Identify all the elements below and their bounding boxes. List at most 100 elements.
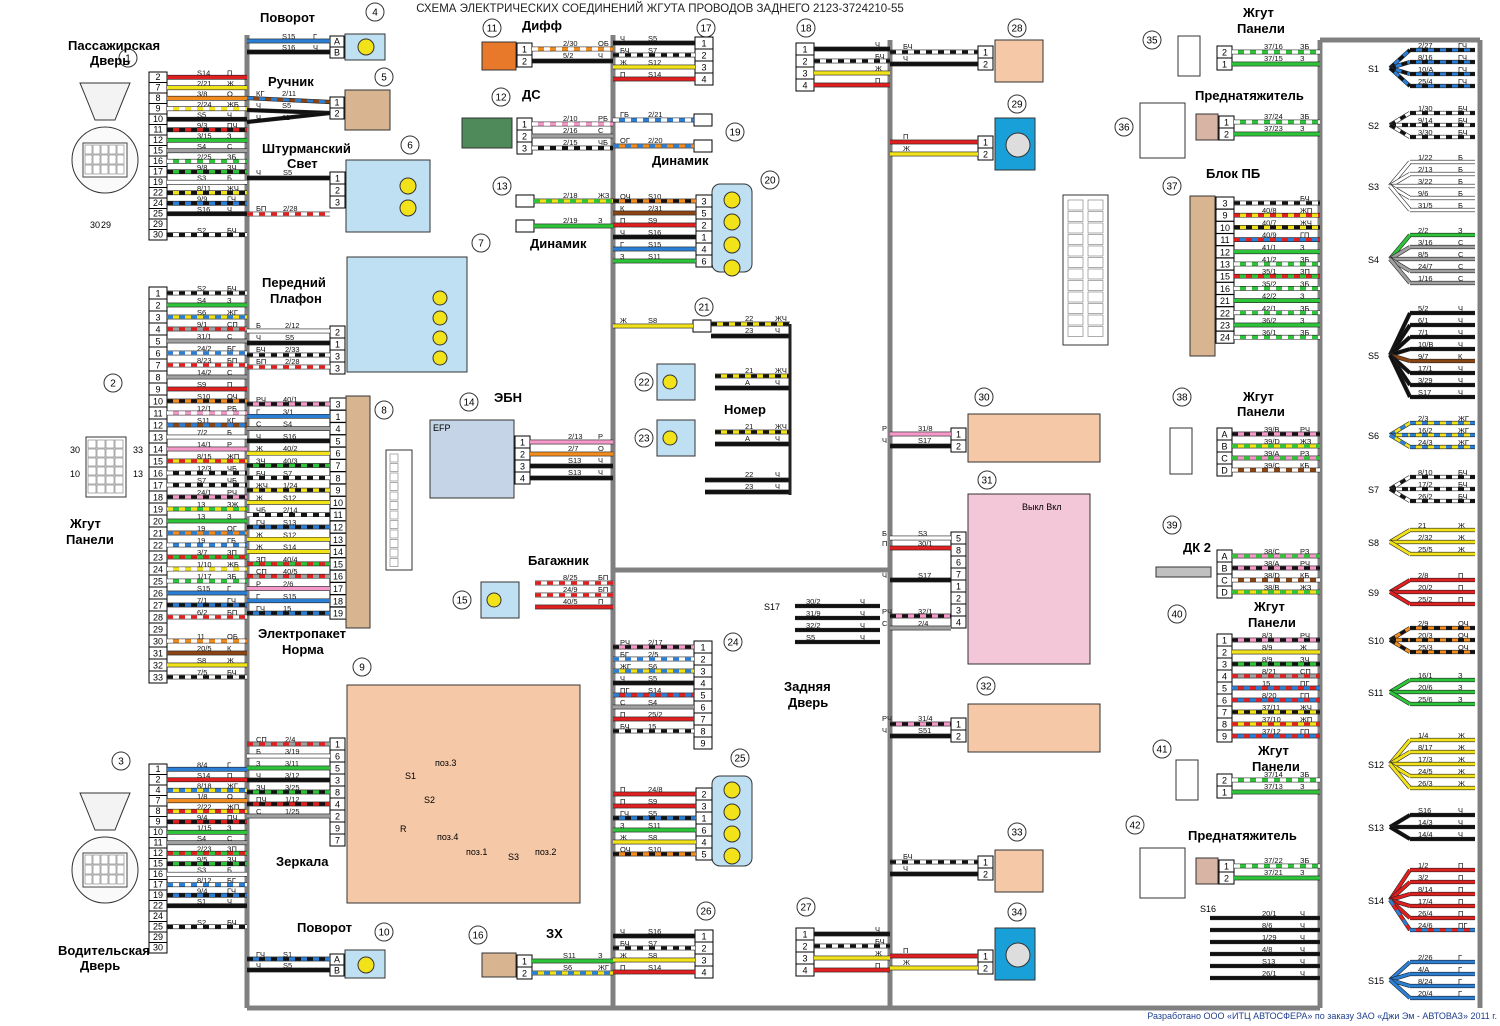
pin-box: 11 — [148, 406, 168, 420]
wire-label: 9/14 — [1418, 116, 1433, 125]
connector-number: 13 — [492, 176, 512, 196]
wire-label: Ч — [775, 482, 780, 491]
pin-box: 3 — [795, 951, 815, 965]
pin-box: 19 — [148, 889, 168, 901]
wire-label: S8 — [648, 316, 657, 325]
wire-code-label: S2 — [197, 918, 206, 927]
wire-code-label: 8/18 — [197, 781, 212, 790]
splice-wire — [1388, 590, 1412, 606]
pin-box: 5 — [329, 761, 346, 775]
connector-number-text: 7 — [478, 239, 484, 250]
wire-label: С — [1458, 250, 1464, 259]
splice-s16-label: S16 — [1200, 904, 1216, 914]
pin-box: 6 — [693, 700, 713, 714]
position-3-label: поз.3 — [435, 758, 456, 768]
navigator-light-label-2: Свет — [287, 156, 318, 171]
wire-label: 35/2 — [1262, 279, 1277, 288]
connector-number: 14 — [459, 392, 479, 412]
wire-label: 5/2 — [563, 51, 573, 60]
wire-label: С — [620, 698, 626, 707]
electro-pack-module — [345, 395, 371, 629]
wire-label: З — [1300, 782, 1305, 791]
pin-box: 5 — [1216, 681, 1233, 695]
lamp-icon — [399, 199, 417, 217]
wire-label: П — [620, 963, 625, 972]
wire-label: РЧ — [882, 607, 892, 616]
connector-number: 42 — [1125, 815, 1145, 835]
wire-label: S5 — [285, 333, 294, 342]
wire-label: Ж — [903, 144, 910, 153]
pin-label: 3 — [802, 69, 807, 79]
pin-box: 16 — [329, 569, 347, 583]
connector-number-text: 6 — [407, 141, 413, 152]
connector-number-text: 10 — [378, 928, 390, 939]
splice-wire — [1388, 433, 1412, 449]
pin-box: 3 — [329, 397, 347, 411]
wire-code-label: S14 — [197, 68, 210, 77]
wire-label: Ч — [1300, 969, 1305, 978]
pin-label: 12 — [153, 848, 163, 858]
pin-box: 1 — [695, 230, 713, 244]
wire-code-label: 2/25 — [197, 152, 212, 161]
wire-color-label: КГ — [227, 416, 235, 425]
wire-label: Ч — [256, 168, 261, 177]
wire-label: 23 — [745, 482, 753, 491]
pin-label: 16 — [1220, 284, 1230, 294]
pin-label: 24 — [153, 565, 163, 575]
wire-color-label: ГЧ — [227, 194, 236, 203]
wire-label: БЧ — [620, 46, 630, 55]
pin-box: 10 — [1215, 220, 1235, 234]
wire-label: ГП — [1300, 727, 1309, 736]
wire-label: З — [1300, 124, 1305, 133]
pin-box: 9 — [148, 382, 168, 396]
wire-label: 24/6 — [1418, 921, 1433, 930]
pin-box: 1 — [977, 135, 994, 149]
pin-label: 4 — [802, 81, 807, 91]
pin-box: 1 — [516, 954, 533, 968]
wire-label: 39/D — [1264, 437, 1280, 446]
pin-box: 3 — [694, 60, 714, 74]
oxygen-sensor-icon — [1155, 566, 1212, 578]
connector-number-text: 35 — [1146, 36, 1158, 47]
pin-label: 2 — [335, 186, 340, 196]
connector-number: 36 — [1114, 117, 1134, 137]
wire-label: S5 — [648, 674, 657, 683]
pin-box: 4 — [693, 676, 713, 690]
pin-box: 4 — [694, 965, 714, 979]
pin-label: 29 — [153, 932, 163, 942]
wire-label: Б — [1458, 177, 1463, 186]
pin-box: 4 — [950, 615, 967, 629]
pin-label: 19 — [153, 890, 163, 900]
pin-box: A — [329, 35, 345, 48]
harness-panel-b-label-2: Панели — [1237, 404, 1285, 419]
pin-label: 8 — [335, 788, 340, 798]
pin-label: 2 — [335, 328, 340, 338]
pin-label: 4 — [335, 424, 340, 434]
pin-label: 21 — [1220, 296, 1230, 306]
wire-code-label: S10 — [197, 392, 210, 401]
wire-label: Ж — [620, 833, 627, 842]
wire-color-label: С — [227, 332, 233, 341]
pin-label: 2 — [983, 150, 988, 160]
license-plate-label: Номер — [724, 402, 766, 417]
pin-box: 4 — [148, 322, 168, 336]
position-2-label: поз.2 — [535, 847, 556, 857]
wire-label: 21 — [745, 422, 753, 431]
wire-code-label: 7/2 — [197, 428, 207, 437]
wire-label: Ч — [775, 434, 780, 443]
pin-box: 4 — [1216, 669, 1233, 683]
wire-color-label: З — [227, 296, 232, 305]
pin-box: 17 — [148, 478, 168, 492]
pin-box: 9 — [329, 821, 346, 835]
wire-code-label: S15 — [197, 584, 210, 593]
connector-35-icon — [1177, 35, 1201, 77]
pin-box: 3 — [950, 603, 967, 617]
wire-label: З — [1458, 695, 1463, 704]
turn-lamp-housing — [344, 33, 386, 61]
wire-label: 39/B — [1264, 425, 1279, 434]
pin-label: 12 — [153, 421, 163, 431]
pin-label: 1 — [335, 174, 340, 184]
wire-code-label: S3 — [197, 865, 206, 874]
motor-icon — [1005, 132, 1031, 158]
pretensioner-1-label: Преднатяжитель — [1195, 88, 1304, 103]
